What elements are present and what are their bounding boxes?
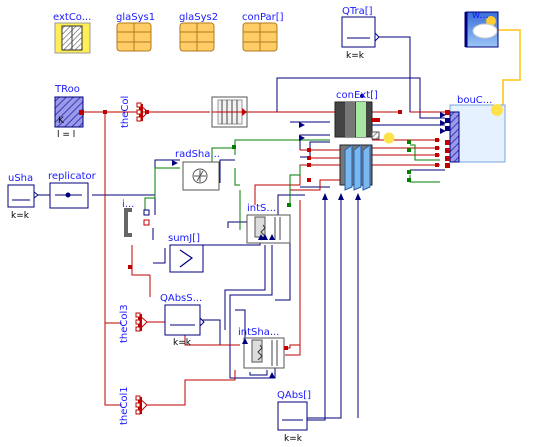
- theCol3-label: theCol3: [119, 304, 130, 343]
- wires-green: [144, 105, 440, 230]
- glaSys1-icon[interactable]: glaSys1: [116, 12, 155, 52]
- intSha-block[interactable]: intSha...: [238, 327, 285, 369]
- TRoo-unit: K: [58, 116, 65, 126]
- TRoo-label: TRoo: [54, 84, 80, 95]
- red-port-markers: [103, 110, 439, 350]
- glaSys2-icon[interactable]: glaSys2: [179, 12, 218, 52]
- weaBus-label: w...: [472, 10, 489, 21]
- radSha-block[interactable]: radSha...: [175, 149, 220, 191]
- sumJ-block[interactable]: sumJ[]: [168, 233, 204, 273]
- theCol3-collector[interactable]: theCol3: [119, 304, 151, 343]
- radSha-label: radSha...: [175, 149, 220, 160]
- TRoo-sensor[interactable]: K TRoo l = l: [54, 84, 84, 140]
- QAbsS-param: k=k: [173, 338, 192, 348]
- conExt-block[interactable]: conExt[]: [334, 90, 380, 138]
- sun-icon: [383, 132, 395, 144]
- QAbsS-block[interactable]: QAbsS... k=k: [160, 293, 205, 348]
- conExt-label: conExt[]: [336, 90, 378, 101]
- replicator-block[interactable]: replicator: [48, 171, 97, 209]
- replicator-label: replicator: [48, 171, 97, 182]
- window-layers-icon[interactable]: [339, 131, 380, 191]
- intS-block[interactable]: intS...: [246, 203, 291, 244]
- irRad-label: i...: [122, 199, 134, 210]
- irRad-block[interactable]: i...: [122, 199, 150, 237]
- intSha-label: intSha...: [238, 327, 279, 338]
- conPar-label: conPar[]: [242, 12, 284, 23]
- shade-icon[interactable]: [211, 96, 248, 128]
- bouC-label: bouC...: [457, 95, 492, 106]
- QTra-label: QTra[]: [342, 6, 373, 17]
- uSha-block[interactable]: uSha k=k: [7, 173, 39, 221]
- QTra-block[interactable]: QTra[] k=k: [341, 6, 380, 61]
- extCon-icon[interactable]: extCo...: [53, 12, 91, 54]
- port-arrows: [172, 112, 446, 378]
- theCol1-label: theCol1: [119, 386, 130, 425]
- glaSys2-label: glaSys2: [179, 12, 218, 23]
- QAbs-block[interactable]: QAbs[] k=k: [277, 390, 311, 444]
- QAbs-param: k=k: [284, 434, 303, 444]
- uSha-label: uSha: [8, 173, 33, 184]
- weaBus-icon[interactable]: w...: [464, 10, 499, 48]
- glaSys1-label: glaSys1: [116, 12, 155, 23]
- theCol1-collector[interactable]: theCol1: [119, 386, 151, 425]
- TRoo-equation: l = l: [57, 130, 75, 140]
- QAbsS-label: QAbsS...: [160, 293, 202, 304]
- extCon-label: extCo...: [53, 12, 91, 23]
- theCol-label: theCol: [120, 96, 131, 128]
- conPar-icon[interactable]: conPar[]: [242, 12, 284, 52]
- wire-weather-bus: [498, 29, 521, 110]
- sumJ-label: sumJ[]: [168, 233, 200, 244]
- uSha-param: k=k: [11, 211, 30, 221]
- green-port-markers: [232, 140, 411, 207]
- QTra-param: k=k: [346, 51, 365, 61]
- bouC-block[interactable]: bouC...: [445, 95, 506, 168]
- QAbs-label: QAbs[]: [277, 390, 311, 401]
- intS-label: intS...: [247, 203, 276, 214]
